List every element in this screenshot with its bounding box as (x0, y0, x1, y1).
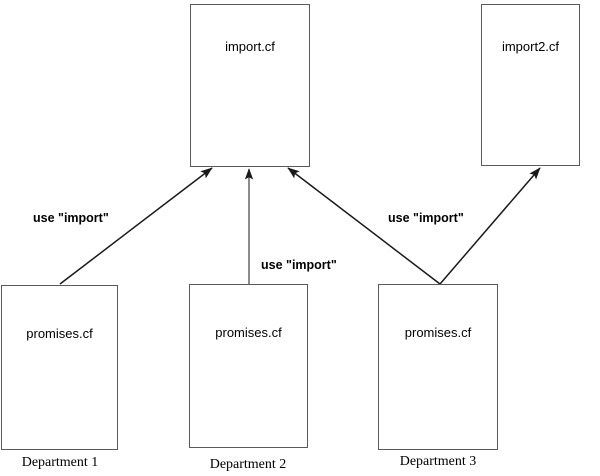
node-label-promises-cf-2: promises.cf (215, 325, 282, 340)
node-import2-cf[interactable]: import2.cf (481, 4, 580, 166)
node-promises-cf-department-2[interactable]: promises.cf (189, 284, 308, 448)
node-import-cf[interactable]: import.cf (190, 4, 310, 167)
node-label-import-cf: import.cf (225, 39, 275, 54)
edge-label-use-import-2: use "import" (261, 258, 337, 272)
edge-label-use-import-3: use "import" (388, 211, 464, 225)
node-promises-cf-department-1[interactable]: promises.cf (1, 285, 118, 450)
node-promises-cf-department-3[interactable]: promises.cf (378, 284, 498, 450)
group-label-department-1: Department 1 (21, 455, 99, 470)
node-label-promises-cf-1: promises.cf (26, 326, 93, 341)
edge-promises3-to-import2 (439, 167, 541, 285)
edge-promises1-to-import (59, 167, 213, 285)
node-label-promises-cf-3: promises.cf (404, 325, 472, 340)
node-label-import2-cf: import2.cf (501, 39, 560, 54)
group-label-department-2: Department 2 (209, 457, 287, 472)
edge-label-use-import-1: use "import" (33, 211, 109, 225)
group-label-department-3: Department 3 (399, 454, 477, 469)
